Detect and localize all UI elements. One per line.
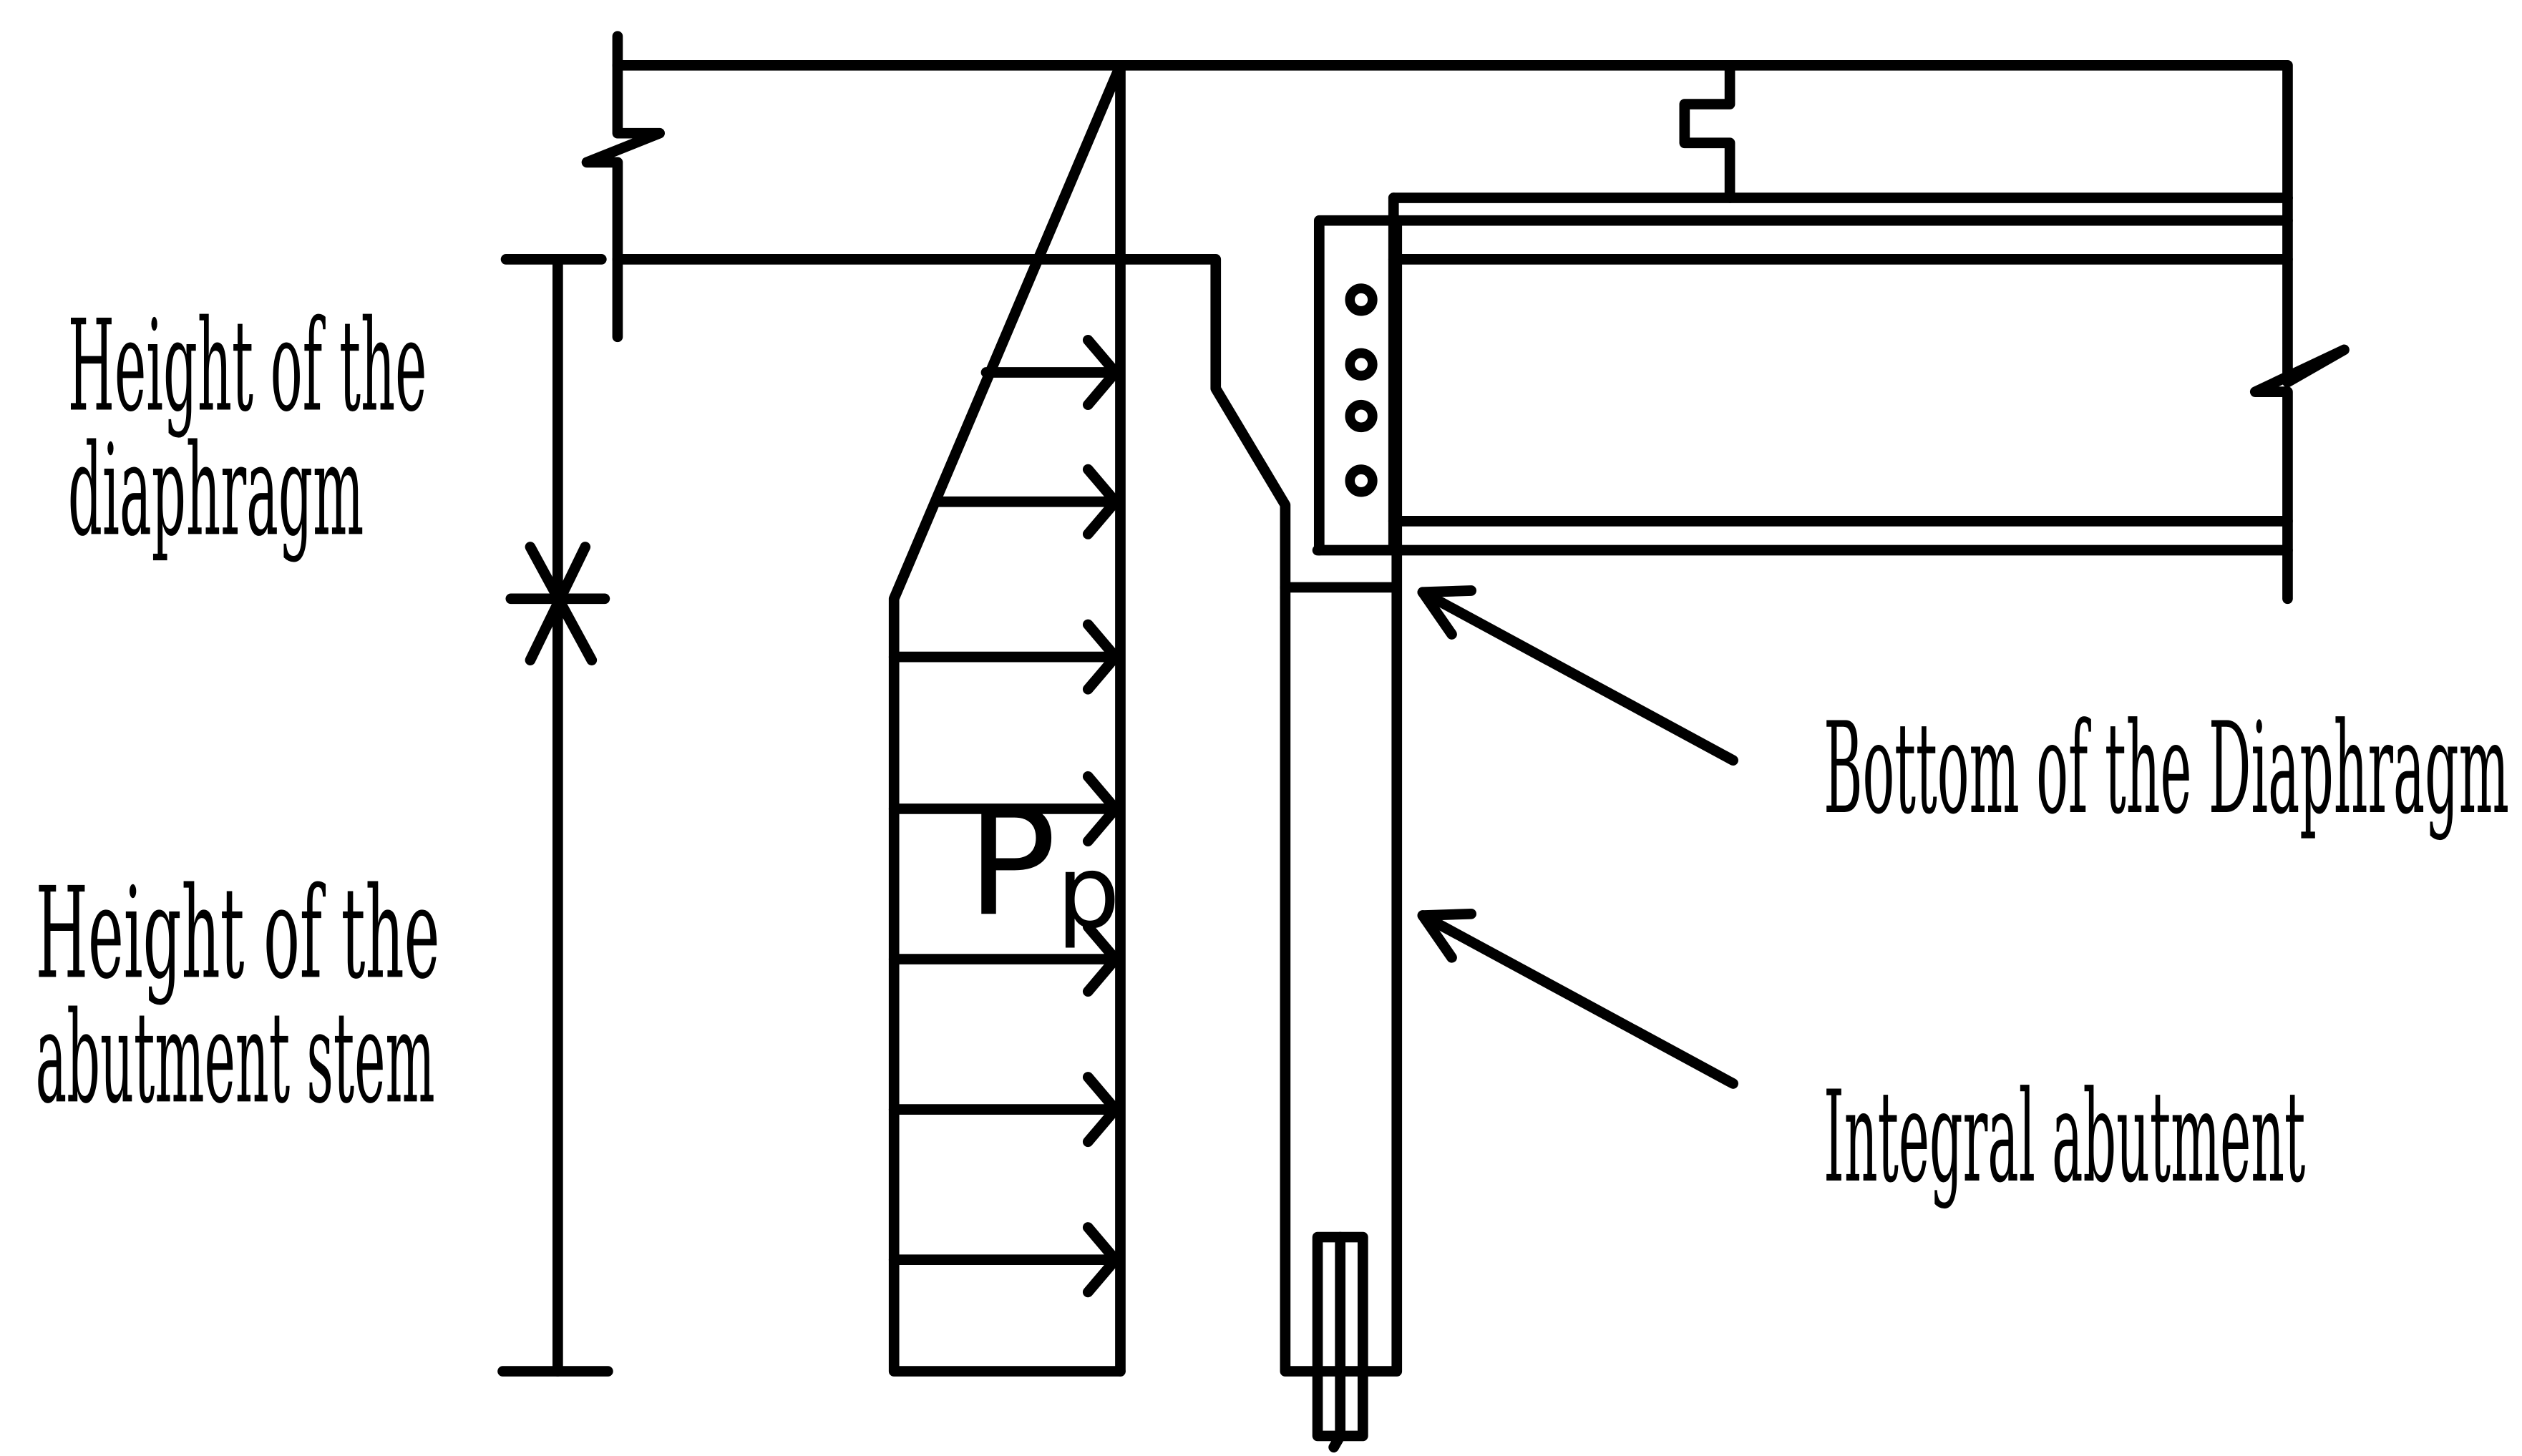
pressure-label: Pp [967,776,1120,951]
stem-front-face [1280,215,1403,1377]
diaphragm-outline [612,254,1399,593]
integral-abutment-leader [1417,910,1738,1089]
bottom-diaphragm-leader [1417,587,1738,766]
passive-pressure-diagram: Pp [888,59,1126,1377]
pressure-arrow-head [1082,1222,1121,1298]
pressure-arrow-head [1082,335,1121,411]
abutment-stem [1115,59,1403,1453]
deck-left-break [581,31,666,343]
bottom-diaphragm-label: Bottom of the Diaphragm [1824,695,2509,842]
pressure-arrow-head [1082,619,1121,695]
pressure-arrows [888,335,1121,1298]
pressure-envelope [888,59,1126,1377]
pile-tip [1328,1430,1346,1453]
labels: Height of the diaphragm Height of the ab… [36,292,2509,1211]
callout-arrows [1417,585,1738,1089]
height-diaphragm-label: Height of the [68,292,427,439]
diaphragm [612,254,1399,593]
height-stem-label: Height of the [36,859,440,1007]
integral-abutment-arrowhead [1417,908,1477,963]
height-stem-label: abutment stem [36,984,435,1131]
bolt-hole [1345,464,1378,497]
girder-right-break [2249,192,2350,605]
bolt-hole [1345,348,1378,381]
deck-top-edge [612,59,2293,203]
pressure-arrow-head [1082,464,1121,539]
bottom-diaphragm-arrowhead [1417,585,1477,640]
bolt-hole [1345,399,1378,433]
deck-slab [581,31,2293,343]
pressure-arrow-head [1082,922,1121,997]
bolt-hole [1345,283,1378,316]
deck-shear-key [1679,59,1735,203]
height-diaphragm-label: diaphragm [68,416,364,564]
height-dimension [497,254,613,1377]
pressure-arrow-head [1082,1072,1121,1148]
connection-plate [1313,215,1399,556]
dimension-split-tick [525,542,591,665]
pressure-arrow-head [1082,771,1121,846]
integral-abutment-label: Integral abutment [1824,1063,2305,1211]
girder [1312,192,2350,605]
